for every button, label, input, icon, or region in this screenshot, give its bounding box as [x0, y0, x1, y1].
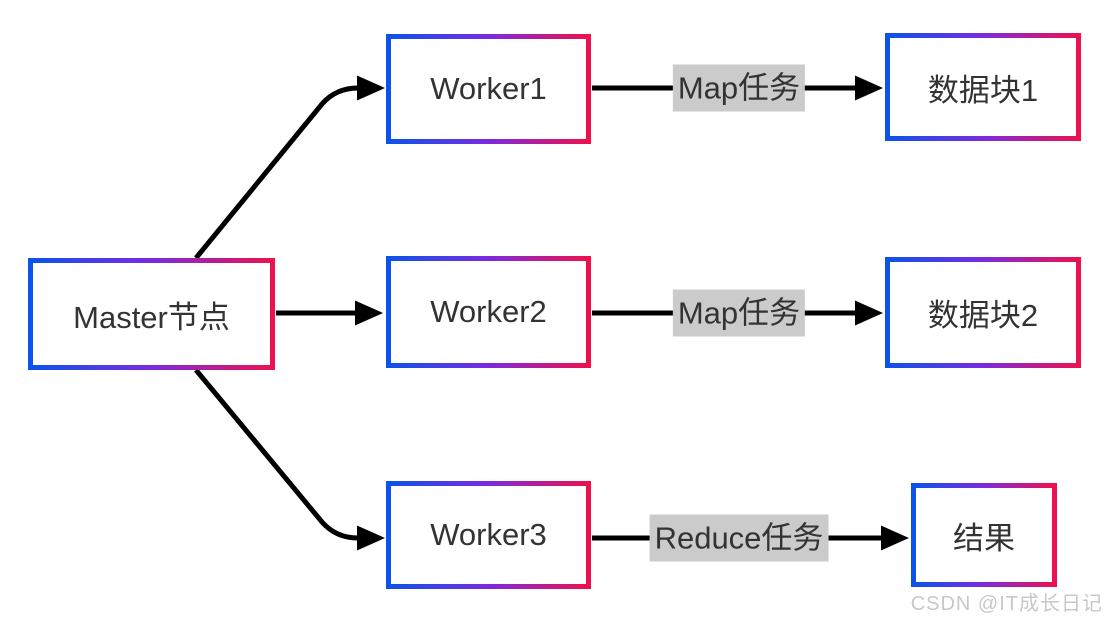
node-worker2: Worker2	[386, 256, 591, 368]
node-datablock1: 数据块1	[885, 33, 1081, 141]
node-result: 结果	[911, 483, 1057, 587]
arrow-master-to-worker3	[194, 368, 385, 551]
node-result-label: 结果	[953, 520, 1015, 556]
node-datablock1-label: 数据块1	[927, 72, 1039, 108]
node-datablock2: 数据块2	[885, 257, 1081, 368]
node-worker2-label: Worker2	[430, 294, 547, 329]
node-datablock2-label: 数据块2	[927, 298, 1039, 333]
node-worker1-label: Worker1	[430, 71, 547, 106]
node-master-label: Master节点	[73, 299, 230, 335]
edge-label-reduce-task: Reduce任务	[649, 514, 829, 562]
node-master: Master节点	[28, 258, 275, 370]
edge-label-map-task-2: Map任务	[672, 289, 806, 337]
edge-label-map-task-1: Map任务	[672, 64, 806, 112]
arrow-master-to-worker1	[194, 75, 385, 260]
node-worker1: Worker1	[386, 34, 591, 144]
node-worker3-label: Worker3	[430, 517, 547, 552]
node-worker3: Worker3	[386, 481, 591, 589]
watermark: CSDN @IT成长日记	[910, 593, 1103, 615]
